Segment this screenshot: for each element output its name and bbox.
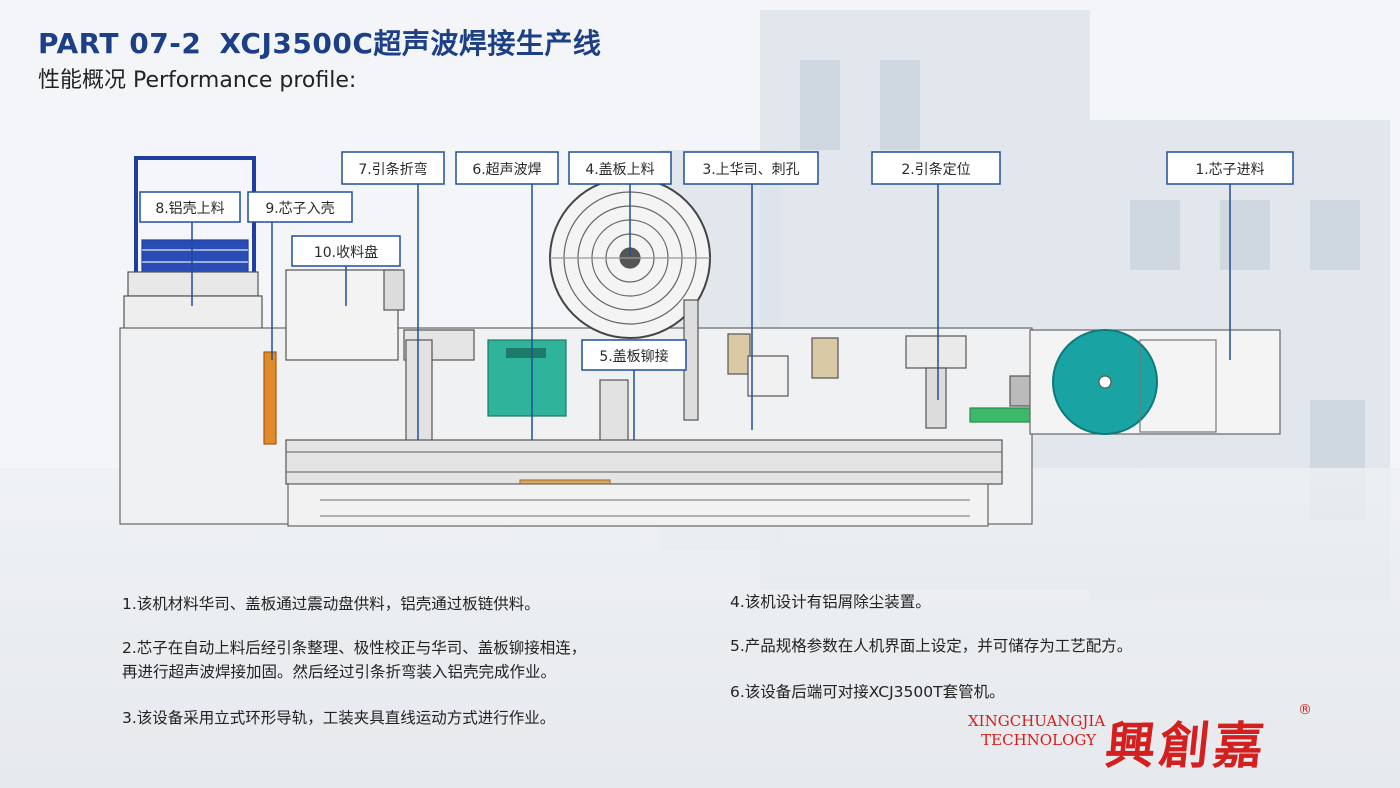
svg-text:10.收料盘: 10.收料盘 [314,244,378,261]
station-label: 5.盖板铆接 [581,339,687,371]
svg-text:8.铝壳上料: 8.铝壳上料 [155,200,224,217]
description-5: 5.产品规格参数在人机界面上设定，并可储存为工艺配方。 [730,637,1133,655]
logo-en-line2: TECHNOLOGY [981,731,1096,749]
station-label: 1.芯子进料 [1166,151,1294,185]
svg-text:3.上华司、刺孔: 3.上华司、刺孔 [702,162,799,178]
registered-mark: ® [1298,702,1312,718]
svg-text:2.引条定位: 2.引条定位 [901,161,970,178]
svg-text:4.盖板上料: 4.盖板上料 [585,162,654,178]
station-label: 2.引条定位 [871,151,1001,185]
description-4: 4.该机设计有铝屑除尘装置。 [730,593,931,611]
station-label: 4.盖板上料 [568,151,672,185]
station-label: 7.引条折弯 [341,151,445,185]
description-3: 3.该设备采用立式环形导轨，工装夹具直线运动方式进行作业。 [122,709,556,727]
svg-text:5.盖板铆接: 5.盖板铆接 [599,348,668,365]
description-6: 6.该设备后端可对接XCJ3500T套管机。 [730,683,1005,701]
svg-text:6.超声波焊: 6.超声波焊 [472,162,541,178]
page-subtitle: 性能概况 Performance profile: [38,68,357,93]
logo-en-line1: XINGCHUANGJIA [968,712,1106,730]
company-logo: XINGCHUANGJIA TECHNOLOGY 興創嘉 ® [968,702,1312,775]
svg-text:1.芯子进料: 1.芯子进料 [1195,162,1264,178]
part-number: PART 07-2 [38,27,202,60]
model-title: XCJ3500C超声波焊接生产线 [219,27,602,60]
station-label: 9.芯子入壳 [247,191,353,223]
description-2: 2.芯子在自动上料后经引条整理、极性校正与华司、盖板铆接相连， 再进行超声波焊接… [122,639,587,681]
station-label: 3.上华司、刺孔 [683,151,819,185]
svg-text:9.芯子入壳: 9.芯子入壳 [265,200,334,217]
station-label: 8.铝壳上料 [139,191,241,223]
station-label: 6.超声波焊 [455,151,559,185]
description-1: 1.该机材料华司、盖板通过震动盘供料，铝壳通过板链供料。 [122,595,540,613]
logo-zh: 興創嘉 [1102,716,1271,775]
page-title: PART 07-2 XCJ3500C超声波焊接生产线 [38,22,601,62]
station-label: 10.收料盘 [291,235,401,267]
svg-text:7.引条折弯: 7.引条折弯 [358,161,427,178]
